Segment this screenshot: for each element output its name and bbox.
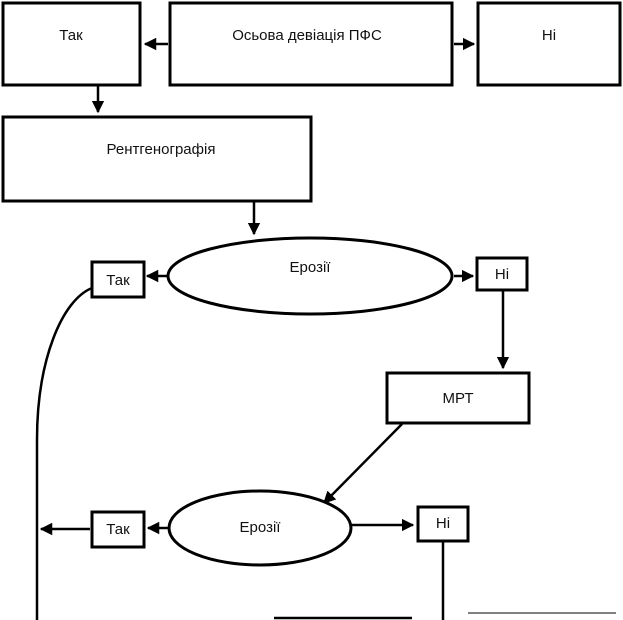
node-yes-top: Так xyxy=(1,1,142,87)
node-yes-mid-label: Так xyxy=(106,272,130,289)
node-radiography: Рентгенографія xyxy=(1,115,313,203)
node-no-top: Ні xyxy=(476,1,622,87)
node-erosion-1-label: Ерозії xyxy=(290,259,332,276)
node-no-top-label: Ні xyxy=(542,27,556,44)
arrow-mri-to-erosion-2 xyxy=(323,423,403,504)
node-mri: МРТ xyxy=(385,371,531,425)
node-no-mid: Ні xyxy=(475,256,529,292)
node-erosion-2-label: Ерозії xyxy=(240,519,282,536)
node-axial-deviation: Осьова девіація ПФС xyxy=(168,1,454,87)
node-axial-deviation-label: Осьова девіація ПФС xyxy=(232,27,382,44)
node-erosion-2: Ерозії xyxy=(167,489,353,567)
node-yes-bottom-label: Так xyxy=(106,521,130,538)
node-yes-mid: Так xyxy=(90,260,146,299)
node-radiography-label: Рентгенографія xyxy=(107,141,216,158)
node-yes-bottom: Так xyxy=(90,510,146,549)
node-erosion-1: Ерозії xyxy=(166,236,454,316)
connector-yes-mid-curve xyxy=(35,286,93,620)
node-no-mid-label: Ні xyxy=(495,266,509,283)
node-mri-label: МРТ xyxy=(443,390,474,407)
node-no-bottom: Ні xyxy=(416,505,470,543)
node-yes-top-label: Так xyxy=(59,27,83,44)
node-no-bottom-label: Ні xyxy=(436,515,450,532)
